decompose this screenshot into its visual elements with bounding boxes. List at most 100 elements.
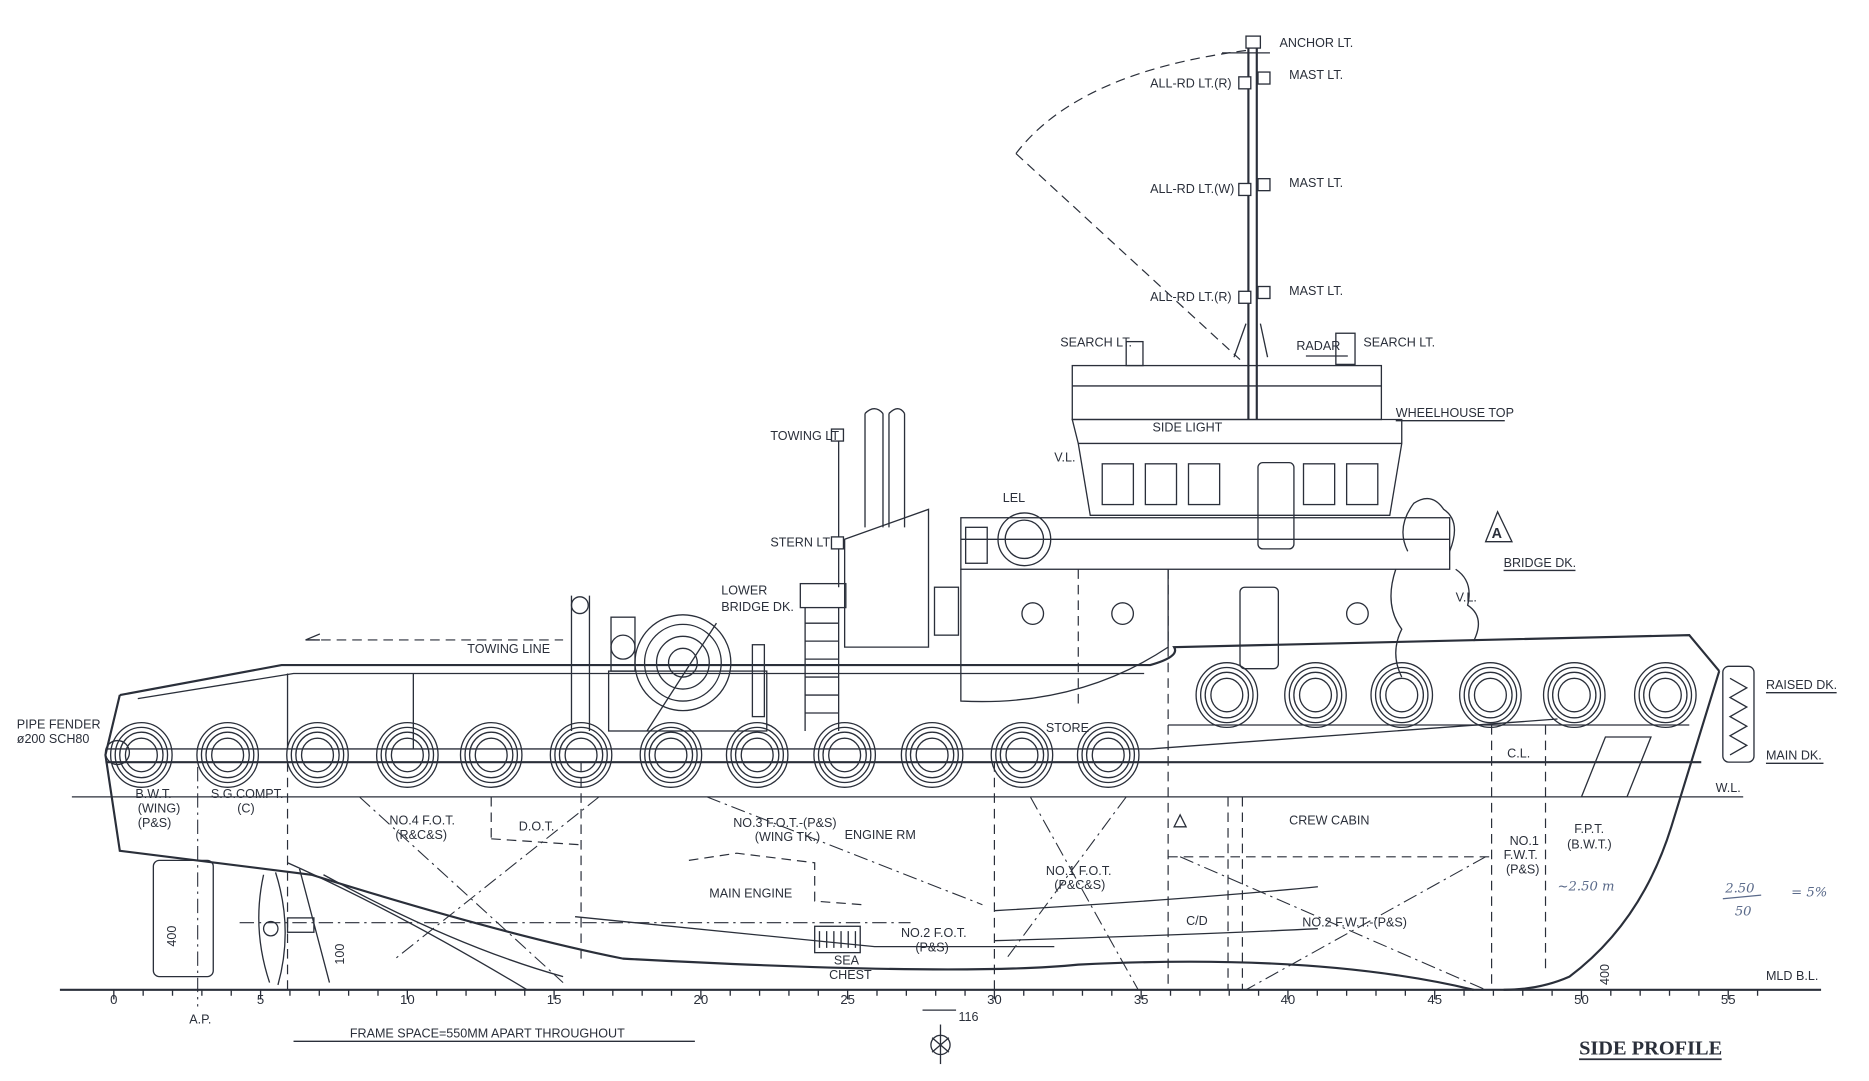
lel-label: LEL	[1003, 491, 1025, 505]
frame-scale: 0 5 10 15 20 25 30 35 40 45 50 55	[110, 989, 1759, 1007]
frame-tick-label: 50	[1574, 992, 1589, 1007]
tyre-fender	[990, 721, 1054, 788]
tyre-fender	[813, 721, 877, 788]
handwritten-fraction-top: 2.50	[1724, 882, 1754, 897]
search-light-label: SEARCH LT.	[1363, 335, 1435, 349]
main-deck-label: MAIN DK.	[1766, 749, 1822, 763]
tyre-fender	[286, 721, 349, 788]
fpt-label: (B.W.T.)	[1567, 837, 1612, 851]
frame-tick-label: 25	[840, 992, 855, 1007]
rudder-propeller	[152, 766, 331, 1007]
aft-perpendicular-label: A.P.	[189, 1012, 211, 1026]
frame-tick-label: 35	[1134, 992, 1149, 1007]
centerline-symbol-icon	[930, 1024, 951, 1065]
towing-line-label: TOWING LINE	[467, 642, 550, 656]
tyre-fender	[725, 721, 789, 788]
mast	[1222, 35, 1271, 420]
rudder-dim: 400	[165, 926, 179, 947]
main-engine-label: MAIN ENGINE	[709, 887, 792, 901]
mast-light-label: MAST LT.	[1289, 176, 1343, 190]
wheelhouse-top-label: WHEELHOUSE TOP	[1396, 406, 1514, 420]
tank-boundaries	[286, 725, 1547, 991]
funnel	[799, 408, 930, 731]
no1-fwt-label: NO.1	[1510, 834, 1539, 848]
frame-tick-label: 30	[987, 992, 1002, 1007]
no2-fot-label: (P&S)	[915, 940, 949, 954]
mast-light-label: MAST LT.	[1289, 68, 1343, 82]
no4-fot-label: NO.4 F.O.T.	[389, 813, 455, 827]
anchor-light-label: ANCHOR LT.	[1280, 36, 1354, 50]
tyre-fender	[1459, 662, 1522, 729]
tyre-fender	[900, 721, 964, 788]
towing-light-label: TOWING LT	[770, 429, 839, 443]
no1-fwt-label: (P&S)	[1506, 863, 1540, 877]
mast-light-label: MAST LT.	[1289, 284, 1343, 298]
bwt-label: (P&S)	[138, 816, 172, 830]
vl-label: V.L.	[1456, 591, 1477, 605]
side-light-label: SIDE LIGHT	[1153, 420, 1223, 434]
towing-winch	[570, 595, 768, 732]
tyre-fenders-main-deck	[109, 721, 1140, 788]
frame-tick-label: 40	[1281, 992, 1296, 1007]
light-sector-arc	[1015, 49, 1247, 154]
light-sector-line	[1015, 153, 1241, 361]
tyre-fender	[1076, 721, 1140, 788]
radar-label: RADAR	[1296, 339, 1340, 353]
no1-fot-label: (P&C&S)	[1054, 878, 1105, 892]
pipe-fender	[104, 739, 131, 766]
hull	[104, 634, 1755, 991]
all-round-light-label: ALL-RD LT.(R)	[1150, 290, 1231, 304]
frame-tick-label: 15	[547, 992, 562, 1007]
frame-tick-label: 5	[257, 992, 264, 1007]
shaft-dim: 100	[333, 944, 347, 965]
frame-tick-label: 0	[110, 992, 117, 1007]
tyre-fender	[549, 721, 613, 788]
tyre-fender	[1195, 662, 1259, 729]
all-round-light-label: ALL-RD LT.(R)	[1150, 77, 1231, 91]
sg-compt-label: S.G.COMPT.	[211, 787, 284, 801]
sea-chest-label: CHEST	[829, 968, 872, 982]
no2-fwt-label: NO.2 F.W.T.-(P&S)	[1302, 915, 1407, 929]
search-light-label: SEARCH LT.	[1060, 335, 1132, 349]
compartment-labels: B.W.T. (WING) (P&S) S.G.COMPT. (C) NO.4 …	[135, 787, 1611, 982]
tyre-fender	[1370, 662, 1434, 729]
sea-chest-label: SEA	[834, 954, 860, 968]
drawing-title: SIDE PROFILE	[1579, 1037, 1722, 1059]
pipe-fender-label: PIPE FENDER	[17, 718, 101, 732]
frame-tick-label: 55	[1721, 992, 1736, 1007]
pipe-fender-spec: ø200 SCH80	[17, 732, 90, 746]
crew-cabin-label: CREW CABIN	[1289, 813, 1369, 827]
bow-dim: 400	[1598, 964, 1612, 985]
frame-tick-label: 45	[1427, 992, 1442, 1007]
tyre-fender	[375, 721, 439, 788]
handwritten-result: = 5%	[1791, 885, 1827, 900]
tyre-fenders-raised-deck	[1195, 662, 1697, 729]
sg-compt-label: (C)	[237, 801, 254, 815]
store-label: STORE	[1046, 721, 1089, 735]
lower-bridge-label: LOWER	[721, 583, 767, 597]
frame-tick-label: 10	[400, 992, 415, 1007]
frame-space-note: FRAME SPACE=550MM APART THROUGHOUT	[350, 1027, 625, 1041]
stern-light-label: STERN LT	[770, 535, 830, 549]
lower-bridge-label: BRIDGE DK.	[721, 600, 794, 614]
tyre-fender	[1633, 662, 1697, 729]
no1-fwt-label: F.W.T.	[1504, 848, 1538, 862]
handwritten-fraction-bottom: 50	[1735, 904, 1752, 919]
section-mark: A	[1492, 526, 1502, 542]
no1-fot-label: NO.1 F.O.T.	[1046, 864, 1112, 878]
bwt-label: (WING)	[138, 801, 181, 815]
dot-label: D.O.T.	[519, 819, 555, 833]
tyre-fender	[639, 721, 703, 788]
wheelhouse	[1071, 332, 1403, 550]
no2-fot-label: NO.2 F.O.T.	[901, 926, 967, 940]
bridge-deck	[960, 497, 1514, 678]
engine-room-label: ENGINE RM	[845, 828, 916, 842]
waterline-label: W.L.	[1716, 781, 1741, 795]
bridge-deck-label: BRIDGE DK.	[1504, 556, 1577, 570]
vl-label: V.L.	[1054, 450, 1075, 464]
raised-deck-label: RAISED DK.	[1766, 678, 1837, 692]
tyre-fender	[459, 721, 523, 788]
cd-label: C/D	[1186, 914, 1208, 928]
frame-tick-label: 20	[694, 992, 709, 1007]
